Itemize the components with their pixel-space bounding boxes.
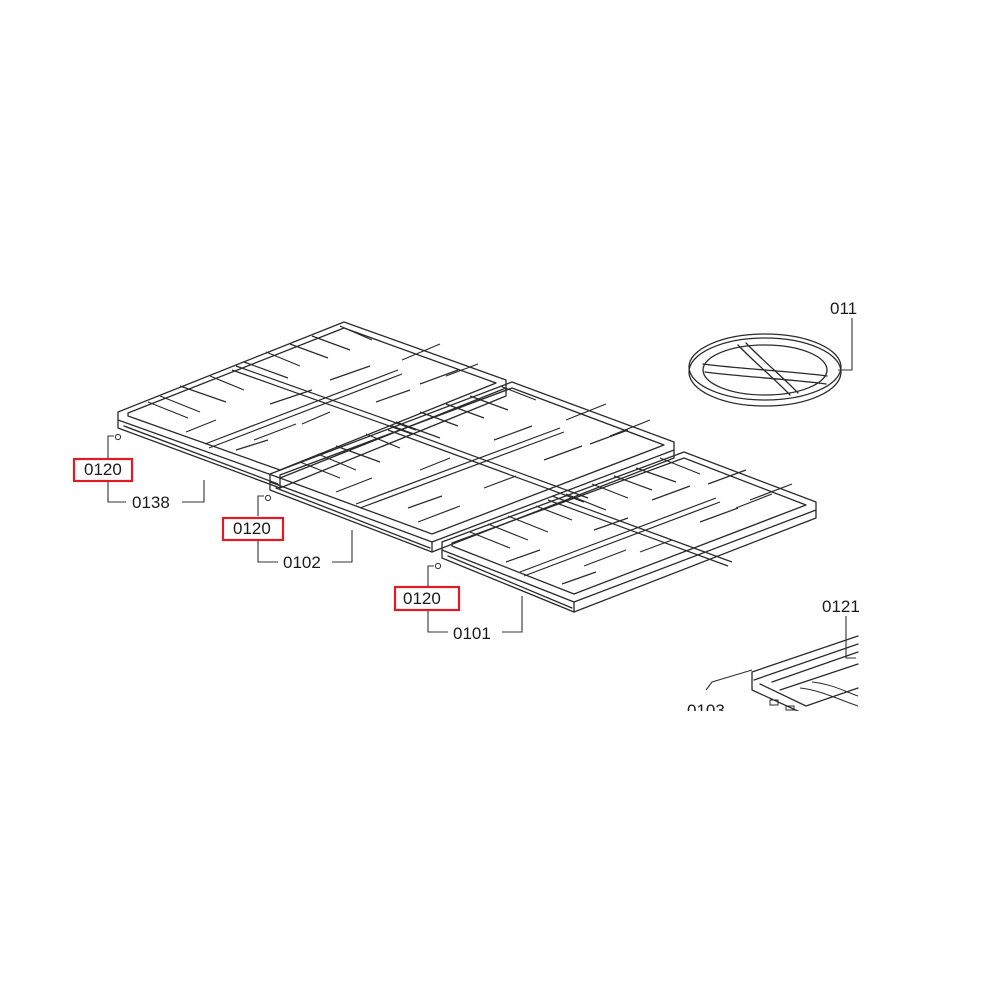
label-011[interactable]: 011 bbox=[830, 299, 857, 318]
hob-body-corner bbox=[751, 635, 859, 713]
label-0120-middle[interactable]: 0120 bbox=[233, 519, 271, 538]
foot-part-middle bbox=[264, 494, 272, 502]
label-0102[interactable]: 0102 bbox=[283, 553, 321, 572]
crop-mask-right bbox=[859, 290, 1000, 730]
crop-mask-bottom bbox=[680, 711, 880, 741]
grate-0101[interactable] bbox=[441, 451, 817, 613]
label-0138[interactable]: 0138 bbox=[132, 493, 170, 512]
ring-trivet[interactable] bbox=[688, 333, 842, 407]
grate-0138[interactable] bbox=[117, 321, 507, 489]
foot-part-left bbox=[114, 433, 122, 441]
label-0101[interactable]: 0101 bbox=[453, 624, 491, 643]
foot-part-right bbox=[434, 562, 442, 570]
leader-lines bbox=[107, 318, 856, 691]
label-0121[interactable]: 0121 bbox=[822, 597, 860, 616]
label-0120-left[interactable]: 0120 bbox=[84, 460, 122, 479]
highlight-box-right bbox=[393, 585, 461, 612]
label-0120-right[interactable]: 0120 bbox=[403, 589, 441, 608]
highlight-box-middle bbox=[221, 516, 285, 542]
grate-0102[interactable] bbox=[269, 381, 675, 553]
highlight-box-left bbox=[72, 457, 134, 483]
